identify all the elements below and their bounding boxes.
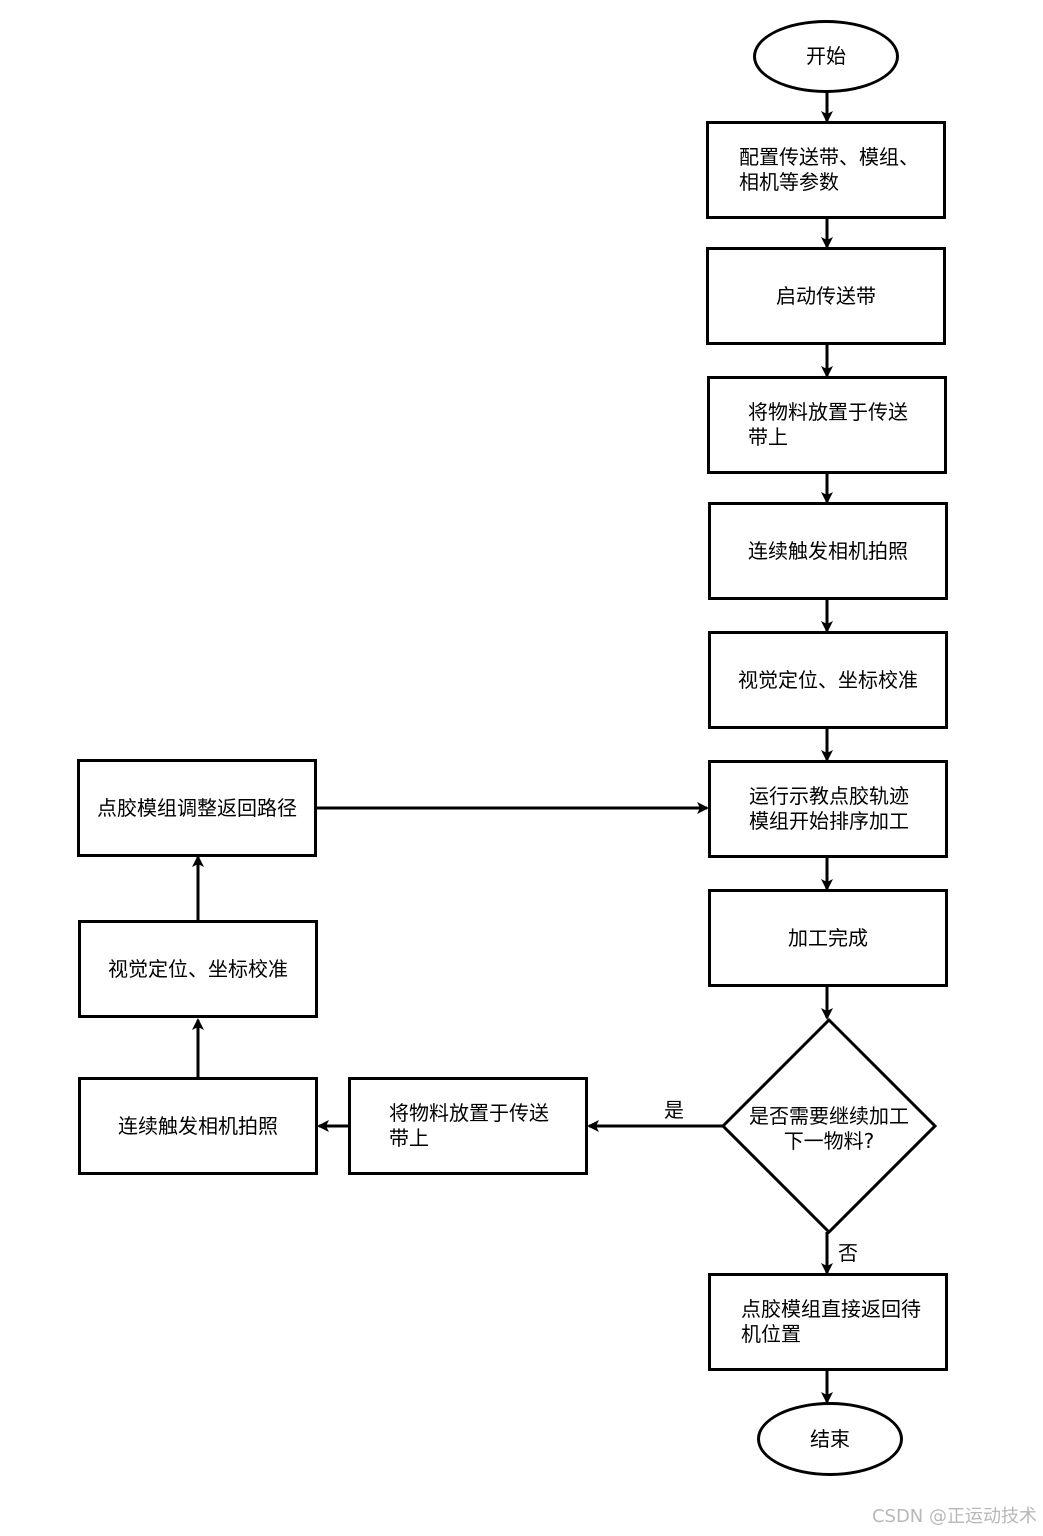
watermark: CSDN @正运动技术 xyxy=(871,1506,1037,1527)
return-home-node: 点胶模组直接返回待 机位置 xyxy=(708,1273,948,1371)
loop-vision-calib-label: 视觉定位、坐标校准 xyxy=(108,956,288,981)
config-node: 配置传送带、模组、 相机等参数 xyxy=(706,121,946,219)
vision-calib-node: 视觉定位、坐标校准 xyxy=(708,631,948,729)
start-node: 开始 xyxy=(753,20,899,93)
trigger-camera-label: 连续触发相机拍照 xyxy=(748,538,908,563)
end-label: 结束 xyxy=(810,1426,850,1451)
trigger-camera-node: 连续触发相机拍照 xyxy=(708,502,948,600)
loop-place-material-node: 将物料放置于传送 带上 xyxy=(348,1077,588,1175)
loop-adjust-path-label: 点胶模组调整返回路径 xyxy=(97,795,297,820)
place-material-label: 将物料放置于传送 带上 xyxy=(748,400,908,449)
loop-vision-calib-node: 视觉定位、坐标校准 xyxy=(78,920,318,1018)
loop-place-material-label: 将物料放置于传送 带上 xyxy=(389,1101,549,1150)
process-done-node: 加工完成 xyxy=(708,889,948,987)
loop-trigger-camera-label: 连续触发相机拍照 xyxy=(118,1113,278,1138)
return-home-label: 点胶模组直接返回待 机位置 xyxy=(741,1297,921,1346)
run-teach-label: 运行示教点胶轨迹 模组开始排序加工 xyxy=(749,784,909,833)
place-material-node: 将物料放置于传送 带上 xyxy=(707,376,947,474)
start-conveyor-node: 启动传送带 xyxy=(706,247,946,345)
no-label: 否 xyxy=(838,1241,858,1265)
end-node: 结束 xyxy=(757,1402,903,1476)
loop-adjust-path-node: 点胶模组调整返回路径 xyxy=(77,759,317,857)
decision-label: 是否需要继续加工 下一物料? xyxy=(749,1104,909,1153)
start-label: 开始 xyxy=(806,44,846,68)
start-conveyor-label: 启动传送带 xyxy=(776,283,876,308)
decision-diamond xyxy=(720,1017,938,1235)
run-teach-node: 运行示教点胶轨迹 模组开始排序加工 xyxy=(708,760,948,858)
loop-trigger-camera-node: 连续触发相机拍照 xyxy=(78,1077,318,1175)
yes-label: 是 xyxy=(664,1098,684,1122)
config-label: 配置传送带、模组、 相机等参数 xyxy=(739,145,919,194)
process-done-label: 加工完成 xyxy=(788,925,868,950)
vision-calib-label: 视觉定位、坐标校准 xyxy=(738,667,918,692)
